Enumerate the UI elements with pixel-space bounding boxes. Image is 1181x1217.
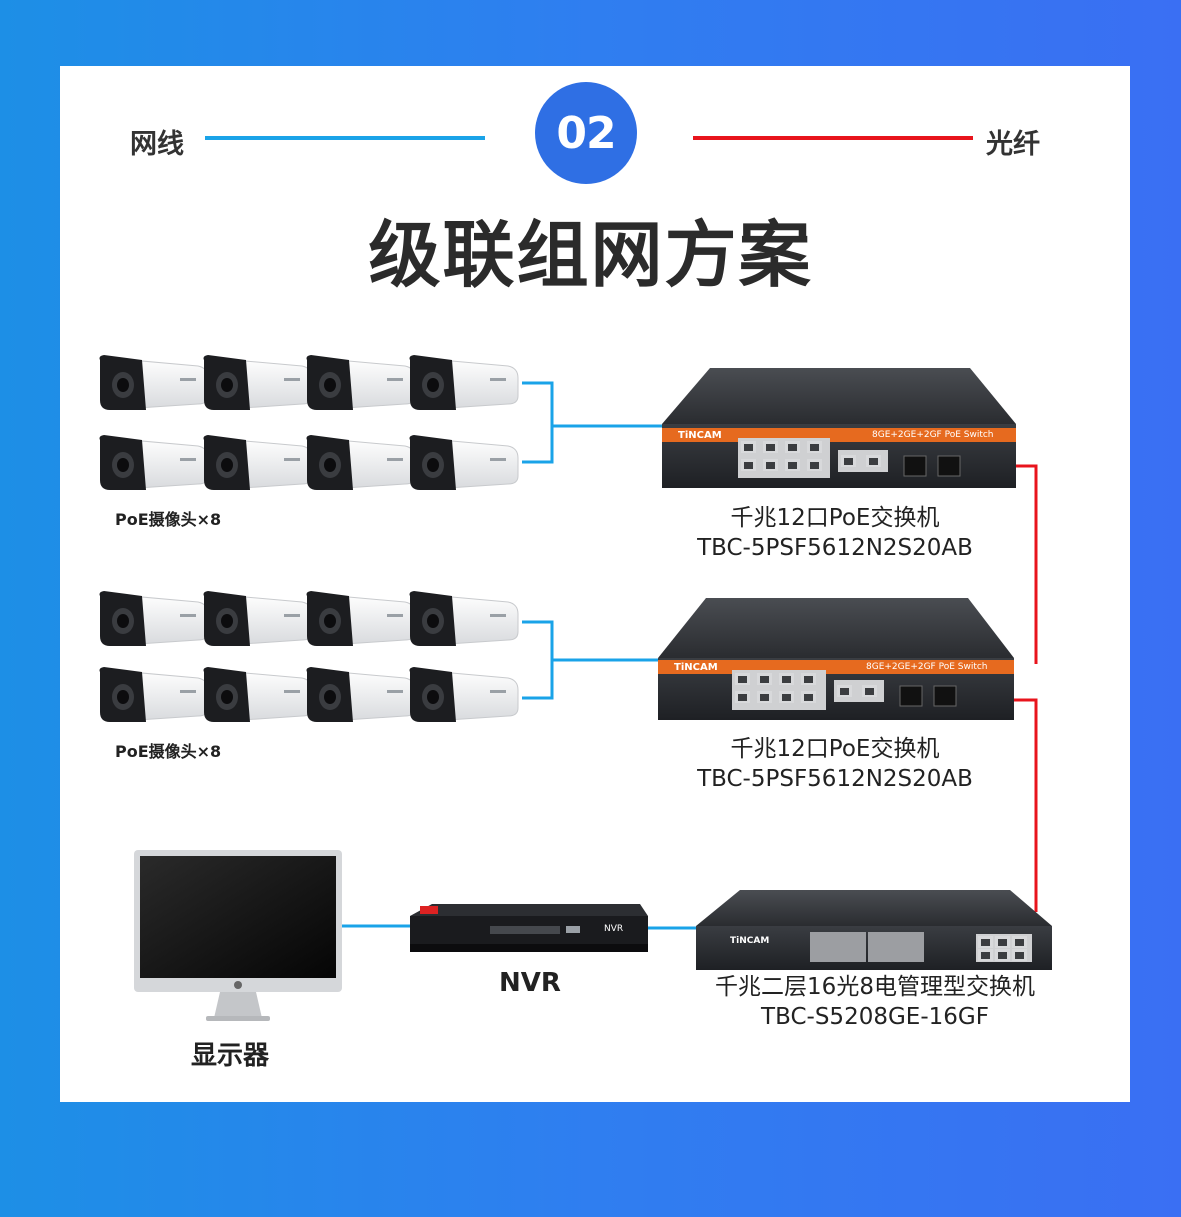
camera-icon xyxy=(409,590,519,647)
camera-icon xyxy=(99,590,209,647)
camera-group-2-label: PoE摄像头×8 xyxy=(115,742,222,761)
step-badge: 02 xyxy=(535,82,637,184)
poe-switch-2 xyxy=(658,598,1014,720)
camera-icon xyxy=(99,354,209,411)
legend-fiber-line xyxy=(693,136,973,140)
switch-2-name: 千兆12口PoE交换机 xyxy=(730,736,940,762)
switch-1-brand: TiNCAM xyxy=(678,430,722,441)
switch-2-model: TBC-5PSF5612N2S20AB xyxy=(697,766,973,792)
page-title: 级联组网方案 xyxy=(368,213,813,297)
switch-1-name: 千兆12口PoE交换机 xyxy=(730,505,940,531)
nvr-panel-text: NVR xyxy=(604,924,624,934)
camera-icon xyxy=(203,354,313,411)
switch-2-panel-text: 8GE+2GE+2GF PoE Switch xyxy=(866,662,988,672)
camera-icon xyxy=(99,434,209,491)
switch-1-panel-text: 8GE+2GE+2GF PoE Switch xyxy=(872,430,994,440)
core-switch xyxy=(696,890,1052,970)
camera-icon xyxy=(409,666,519,723)
legend-cable-line xyxy=(205,136,485,140)
monitor-device xyxy=(134,850,342,1021)
camera-icon xyxy=(409,434,519,491)
camera-group-1-label: PoE摄像头×8 xyxy=(115,510,222,529)
camera-icon xyxy=(203,434,313,491)
camera-icon xyxy=(306,666,416,723)
switch-2-brand: TiNCAM xyxy=(674,662,718,673)
nvr-label: NVR xyxy=(499,968,561,998)
monitor-label: 显示器 xyxy=(190,1041,269,1071)
switch-2-caption: 千兆12口PoE交换机 TBC-5PSF5612N2S20AB xyxy=(620,734,1050,794)
switch-1-model: TBC-5PSF5612N2S20AB xyxy=(697,535,973,561)
poe-switch-1 xyxy=(662,368,1016,488)
legend-cable-label: 网线 xyxy=(130,129,184,160)
fiber-switch2-core xyxy=(1000,698,1038,912)
camera-icon xyxy=(409,354,519,411)
legend-fiber-label: 光纤 xyxy=(986,129,1040,160)
camera-icon xyxy=(203,666,313,723)
camera-group-2 xyxy=(99,590,519,723)
camera-icon xyxy=(306,354,416,411)
core-switch-model: TBC-S5208GE-16GF xyxy=(761,1004,989,1030)
core-switch-brand: TiNCAM xyxy=(730,936,770,946)
cable-bracket-2 xyxy=(522,620,554,700)
camera-icon xyxy=(203,590,313,647)
core-switch-name: 千兆二层16光8电管理型交换机 xyxy=(715,974,1035,1000)
switch-1-caption: 千兆12口PoE交换机 TBC-5PSF5612N2S20AB xyxy=(620,503,1050,563)
nvr-device xyxy=(410,904,648,952)
camera-icon xyxy=(306,590,416,647)
camera-icon xyxy=(306,434,416,491)
core-switch-caption: 千兆二层16光8电管理型交换机 TBC-S5208GE-16GF xyxy=(660,972,1090,1032)
cable-links xyxy=(340,381,698,930)
camera-group-1 xyxy=(99,354,519,491)
camera-icon xyxy=(99,666,209,723)
cable-bracket-1 xyxy=(522,381,554,464)
